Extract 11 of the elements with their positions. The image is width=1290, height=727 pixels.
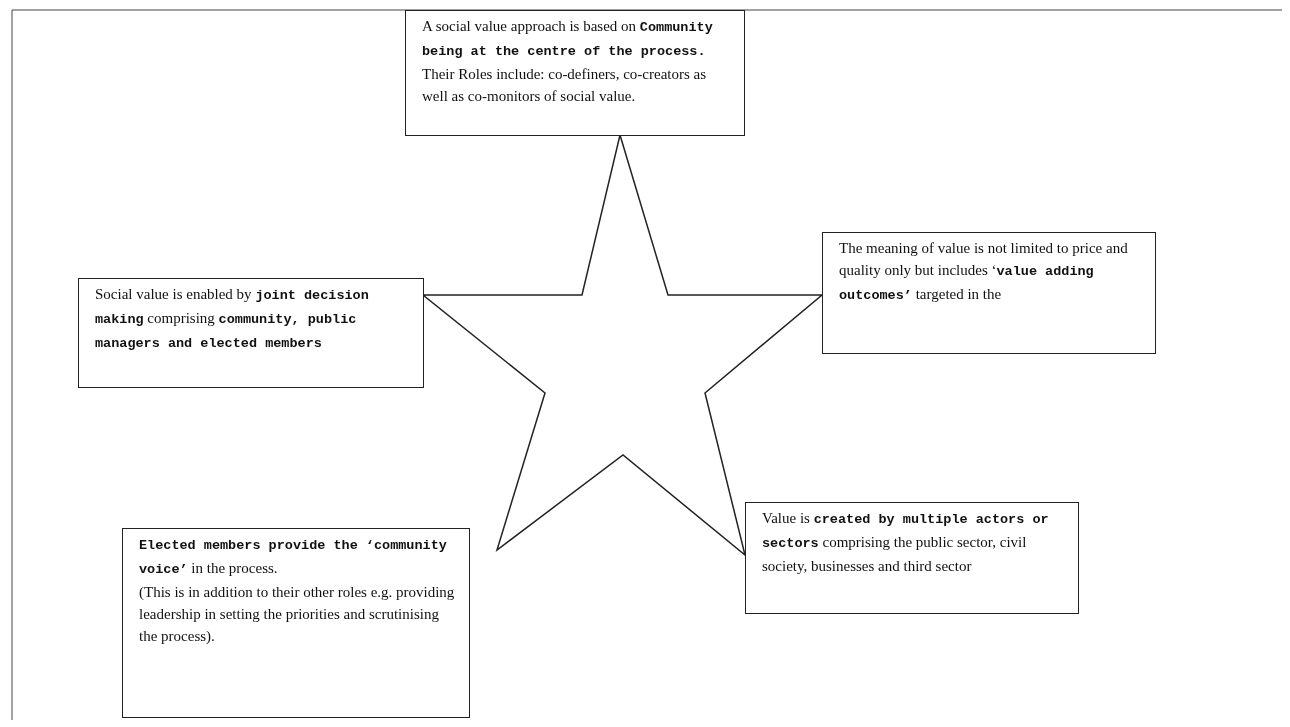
text-box [405, 10, 745, 136]
text-box [122, 528, 470, 718]
description-text: (This is in addition to their other roles e.g. providing leadership in setting the priorities and scrutinising the process). [139, 583, 456, 646]
text-box [745, 502, 1079, 614]
text-box [78, 278, 424, 388]
description-text: Social value is enabled by joint decision making comprising community, public managers and elected members [95, 285, 370, 353]
description-text: The meaning of value is not limited to price and quality only but includes ‘value adding outcomes’ targeted in the [839, 239, 1129, 305]
text-box [822, 232, 1156, 354]
description-text: Value is created by multiple actors or sectors comprising the public sector, civil society, businesses and third sector [762, 509, 1050, 576]
description-text: Elected members provide the ‘community voice’ in the process. [139, 537, 448, 579]
description-text: A social value approach is based on Community being at the centre of the process. Their Roles include: co-definers, co-creators as well as co-monitors of social value. [422, 17, 714, 106]
